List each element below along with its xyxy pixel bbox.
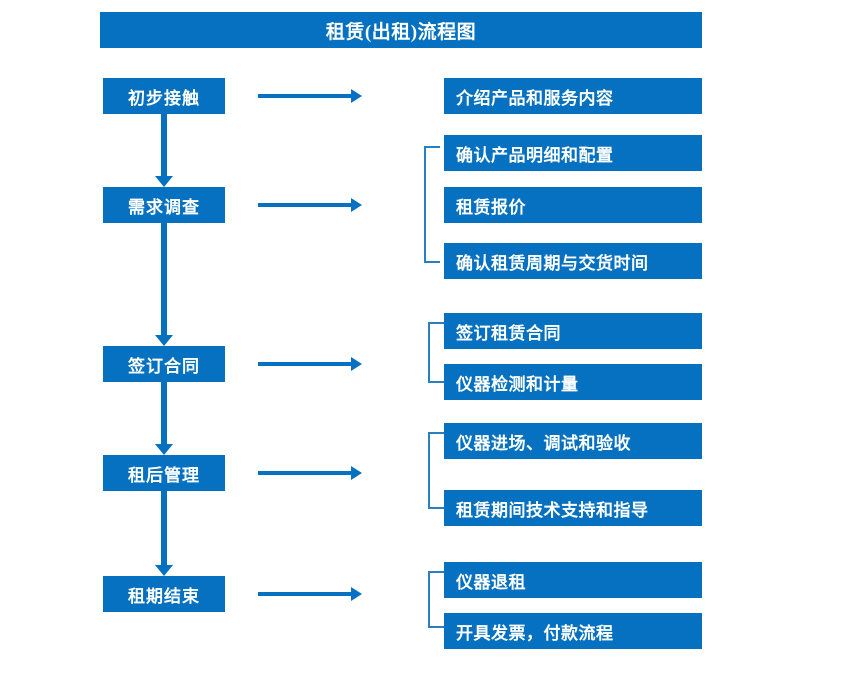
arrow-shaft	[161, 223, 167, 335]
stage-box-3[interactable]: 签订合同	[103, 346, 225, 382]
flow-arrow-down-icon-2	[155, 223, 173, 346]
arrow-shaft	[161, 382, 167, 444]
flow-arrow-right-icon-1	[258, 89, 362, 103]
arrow-head	[351, 587, 362, 601]
flow-arrow-right-icon-3	[258, 357, 362, 371]
flow-arrow-right-icon-5	[258, 587, 362, 601]
flow-arrow-down-icon-3	[155, 382, 173, 455]
detail-box-4[interactable]: 确认租赁周期与交货时间	[444, 243, 702, 279]
arrow-shaft	[161, 491, 167, 565]
stage-box-4[interactable]: 租后管理	[103, 455, 225, 491]
detail-box-7[interactable]: 仪器进场、调试和验收	[444, 423, 702, 459]
flow-arrow-down-icon-4	[155, 491, 173, 576]
detail-box-5[interactable]: 签订租赁合同	[444, 313, 702, 349]
arrow-shaft	[161, 114, 167, 176]
flow-arrow-right-icon-4	[258, 466, 362, 480]
detail-box-3[interactable]: 租赁报价	[444, 187, 702, 223]
diagram-title: 租赁(出租)流程图	[100, 12, 702, 48]
arrow-shaft	[258, 592, 352, 596]
detail-box-2[interactable]: 确认产品明细和配置	[444, 135, 702, 171]
flow-arrow-down-icon-1	[155, 114, 173, 187]
arrow-shaft	[258, 471, 352, 475]
group-bracket-3	[428, 432, 444, 509]
group-bracket-1	[424, 146, 440, 263]
detail-box-8[interactable]: 租赁期间技术支持和指导	[444, 490, 702, 526]
arrow-head	[351, 466, 362, 480]
group-bracket-2	[428, 322, 444, 383]
stage-box-2[interactable]: 需求调查	[103, 187, 225, 223]
arrow-head	[155, 335, 173, 346]
group-bracket-4	[428, 571, 444, 628]
arrow-head	[351, 198, 362, 212]
arrow-head	[155, 176, 173, 187]
arrow-shaft	[258, 362, 352, 366]
arrow-head	[155, 444, 173, 455]
detail-box-10[interactable]: 开具发票，付款流程	[444, 613, 702, 649]
detail-box-1[interactable]: 介绍产品和服务内容	[444, 78, 702, 114]
arrow-head	[351, 357, 362, 371]
arrow-head	[155, 565, 173, 576]
arrow-shaft	[258, 203, 352, 207]
detail-box-9[interactable]: 仪器退租	[444, 562, 702, 598]
arrow-head	[351, 89, 362, 103]
flow-arrow-right-icon-2	[258, 198, 362, 212]
arrow-shaft	[258, 94, 352, 98]
detail-box-6[interactable]: 仪器检测和计量	[444, 364, 702, 400]
stage-box-1[interactable]: 初步接触	[103, 78, 225, 114]
stage-box-5[interactable]: 租期结束	[103, 576, 225, 612]
